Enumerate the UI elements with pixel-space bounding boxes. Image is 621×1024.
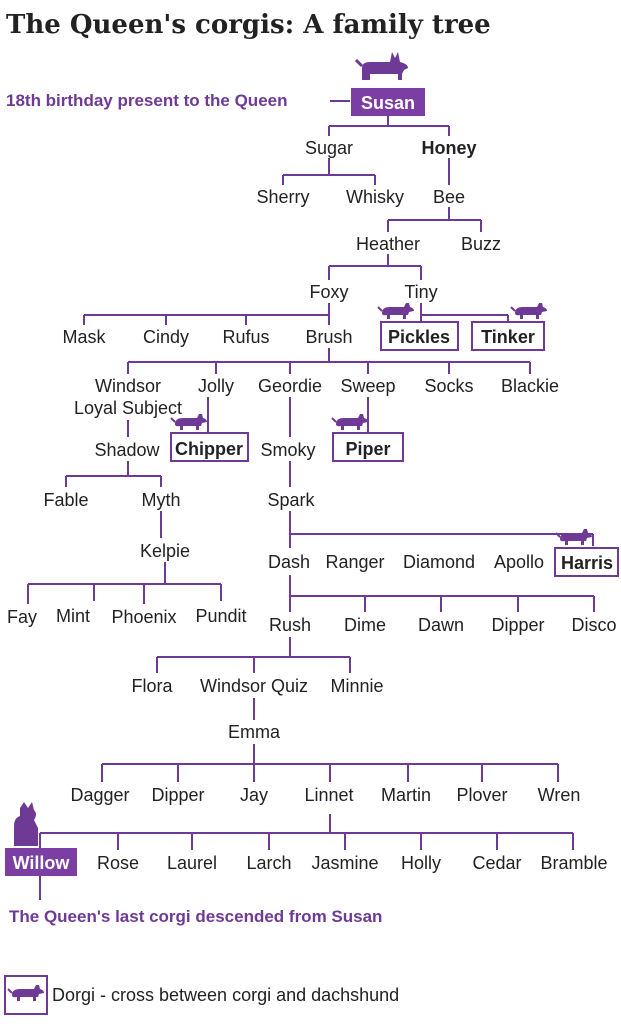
susan-box: [351, 88, 425, 116]
dog-sugar: Sugar: [305, 138, 353, 158]
dog-dagger: Dagger: [70, 785, 129, 805]
corgi-icon: [354, 50, 410, 82]
dog-bee: Bee: [433, 187, 465, 207]
dog-flora: Flora: [131, 676, 173, 696]
dog-cedar: Cedar: [472, 853, 521, 873]
dog-rose: Rose: [97, 853, 139, 873]
dog-heather: Heather: [356, 234, 420, 254]
piper-box: [332, 432, 404, 462]
dog-blackie: Blackie: [501, 376, 559, 396]
dog-disco: Disco: [571, 615, 616, 635]
dog-smoky: Smoky: [260, 440, 315, 460]
dog-ranger: Ranger: [325, 552, 384, 572]
dog-diamond: Diamond: [403, 552, 475, 572]
dog-phoenix: Phoenix: [111, 607, 176, 627]
dog-laurel: Laurel: [167, 853, 217, 873]
harris-box: [554, 547, 619, 577]
dog-shadow: Shadow: [94, 440, 160, 460]
dog-windsor-loyal-subject: Windsor: [95, 376, 161, 396]
legend: Dorgi - cross between corgi and dachshun…: [4, 975, 399, 1015]
dog-fable: Fable: [43, 490, 88, 510]
note-last-corgi: The Queen's last corgi descended from Su…: [9, 907, 382, 926]
dog-rush: Rush: [269, 615, 311, 635]
dog-dawn: Dawn: [418, 615, 464, 635]
dog-sweep: Sweep: [340, 376, 395, 396]
dog-larch: Larch: [246, 853, 291, 873]
dog-pickles: Pickles: [388, 327, 450, 347]
page-title: The Queen's corgis: A family tree: [6, 10, 491, 40]
chipper-box: [170, 432, 249, 462]
dorgi-icon: [377, 302, 415, 320]
dog-dash: Dash: [268, 552, 310, 572]
dog-minnie: Minnie: [330, 676, 383, 696]
dog-dime: Dime: [344, 615, 386, 635]
corgi-sitting-icon: [14, 802, 38, 846]
dog-tiny: Tiny: [404, 282, 437, 302]
dog-windsor-loyal-subject-line2: Loyal Subject: [74, 398, 182, 418]
dog-linnet: Linnet: [304, 785, 353, 805]
dorgi-icon: [510, 302, 548, 320]
dog-wren: Wren: [538, 785, 581, 805]
dog-cindy: Cindy: [143, 327, 189, 347]
dog-bramble: Bramble: [540, 853, 607, 873]
dog-martin: Martin: [381, 785, 431, 805]
willow-box: [5, 848, 77, 876]
dog-harris: Harris: [561, 553, 613, 573]
dog-dipper: Dipper: [491, 615, 544, 635]
dog-mask: Mask: [62, 327, 106, 347]
tinker-box: [471, 321, 545, 351]
connector-lines: [27, 100, 595, 900]
dog-jolly: Jolly: [198, 376, 234, 396]
pickles-box: [380, 321, 459, 351]
dog-whisky: Whisky: [346, 187, 404, 207]
dorgi-icon: [331, 413, 369, 431]
dog-spark: Spark: [267, 490, 315, 510]
dog-holly: Holly: [401, 853, 441, 873]
dog-mint: Mint: [56, 606, 90, 626]
dog-myth: Myth: [141, 490, 180, 510]
dog-emma: Emma: [228, 722, 281, 742]
dog-chipper: Chipper: [175, 439, 243, 459]
dog-susan: Susan: [361, 93, 415, 113]
dog-jay: Jay: [240, 785, 268, 805]
dog-apollo: Apollo: [494, 552, 544, 572]
note-birthday-present: 18th birthday present to the Queen: [6, 91, 288, 110]
dog-jasmine: Jasmine: [311, 853, 378, 873]
dog-tinker: Tinker: [481, 327, 535, 347]
dog-piper: Piper: [345, 439, 390, 459]
dog-kelpie: Kelpie: [140, 541, 190, 561]
dog-fay: Fay: [7, 607, 37, 627]
dog-rufus: Rufus: [222, 327, 269, 347]
dog-willow: Willow: [13, 853, 71, 873]
dog-honey: Honey: [421, 138, 476, 158]
dog-foxy: Foxy: [309, 282, 348, 302]
dog-sherry: Sherry: [256, 187, 309, 207]
dog-pundit: Pundit: [195, 606, 246, 626]
dog-buzz: Buzz: [461, 234, 501, 254]
dog-geordie: Geordie: [258, 376, 322, 396]
dog-socks: Socks: [424, 376, 473, 396]
dog-dipper-2: Dipper: [151, 785, 204, 805]
dog-brush: Brush: [305, 327, 352, 347]
dorgi-icon: [555, 528, 593, 546]
dog-windsor-quiz: Windsor Quiz: [200, 676, 308, 696]
legend-label: Dorgi - cross between corgi and dachshun…: [52, 985, 399, 1005]
dog-plover: Plover: [456, 785, 507, 805]
